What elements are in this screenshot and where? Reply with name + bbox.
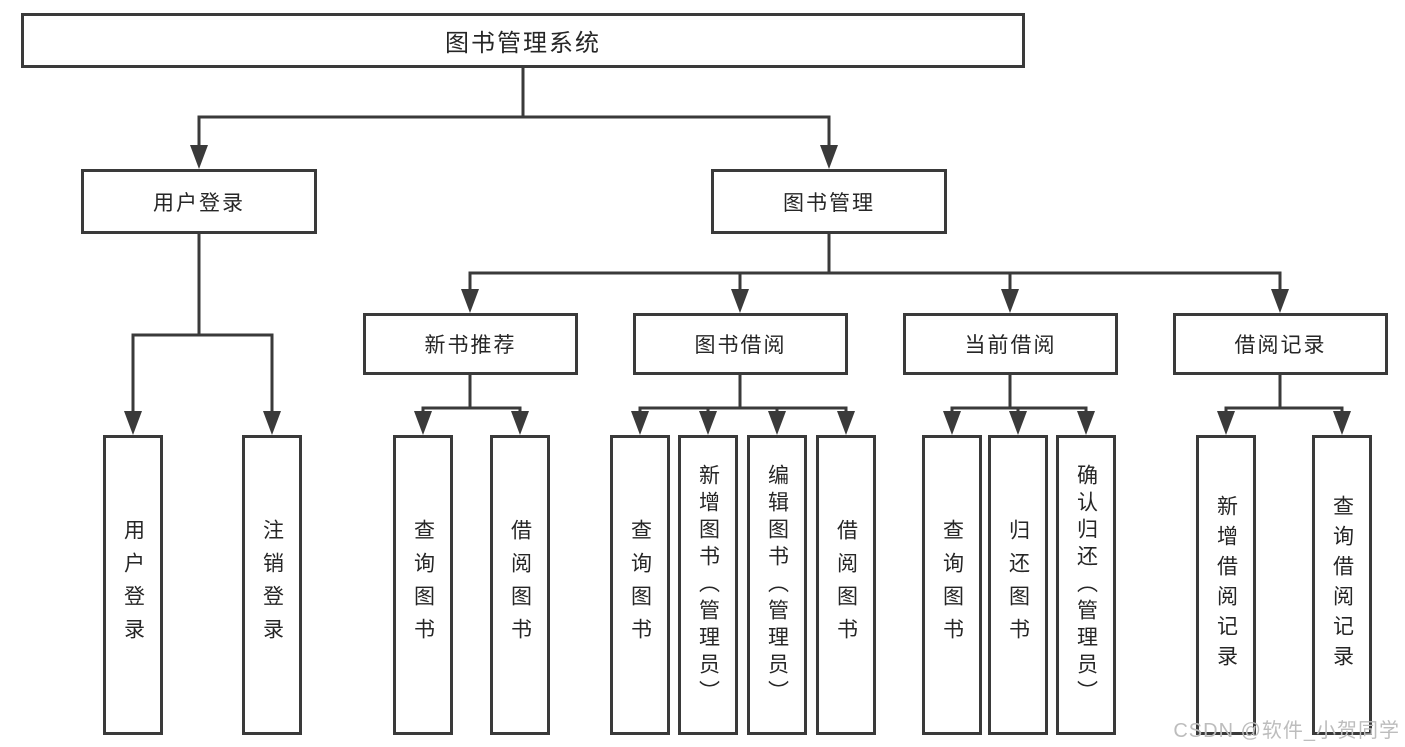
leaf-query-book-3: 查询图书: [922, 435, 982, 735]
node-label: 图书管理: [783, 191, 875, 215]
node-current-borrowing: 当前借阅: [903, 313, 1118, 375]
node-borrowing-records: 借阅记录: [1173, 313, 1388, 375]
node-label: 查询借阅记录: [1330, 495, 1354, 675]
node-book-borrowing: 图书借阅: [633, 313, 848, 375]
leaf-return-book: 归还图书: [988, 435, 1048, 735]
csdn-watermark: CSDN @软件_小贺同学: [1173, 720, 1400, 742]
leaf-edit-book-admin: 编辑图书（管理员）: [747, 435, 807, 735]
node-label: 新增图书（管理员）: [696, 463, 720, 707]
node-label: 用户登录: [121, 519, 145, 651]
node-label: 用户登录: [153, 191, 245, 215]
node-label: 编辑图书（管理员）: [765, 463, 789, 707]
leaf-borrow-book-1: 借阅图书: [490, 435, 550, 735]
node-label: 新增借阅记录: [1214, 495, 1238, 675]
node-label: 查询图书: [628, 519, 652, 651]
node-root-system: 图书管理系统: [21, 13, 1025, 68]
node-label: 查询图书: [940, 519, 964, 651]
node-label: 借阅图书: [508, 519, 532, 651]
leaf-confirm-return-admin: 确认归还（管理员）: [1056, 435, 1116, 735]
node-new-book-recommend: 新书推荐: [363, 313, 578, 375]
leaf-query-book-2: 查询图书: [610, 435, 670, 735]
leaf-query-book-1: 查询图书: [393, 435, 453, 735]
node-label: 图书管理系统: [445, 30, 601, 57]
leaf-borrow-book-2: 借阅图书: [816, 435, 876, 735]
leaf-add-book-admin: 新增图书（管理员）: [678, 435, 738, 735]
node-label: 确认归还（管理员）: [1074, 463, 1098, 707]
node-label: 归还图书: [1006, 519, 1030, 651]
arrowhead-icons: [124, 145, 1351, 435]
leaf-user-login: 用户登录: [103, 435, 163, 735]
node-label: 新书推荐: [424, 334, 517, 357]
leaf-logout: 注销登录: [242, 435, 302, 735]
node-user-login: 用户登录: [81, 169, 317, 234]
node-label: 图书借阅: [694, 334, 787, 357]
node-label: 借阅记录: [1234, 334, 1327, 357]
leaf-add-borrow-record: 新增借阅记录: [1196, 435, 1256, 735]
node-label: 当前借阅: [964, 334, 1057, 357]
node-label: 查询图书: [411, 519, 435, 651]
node-label: 借阅图书: [834, 519, 858, 651]
node-label: 注销登录: [260, 519, 284, 651]
node-book-management: 图书管理: [711, 169, 947, 234]
leaf-query-borrow-record: 查询借阅记录: [1312, 435, 1372, 735]
